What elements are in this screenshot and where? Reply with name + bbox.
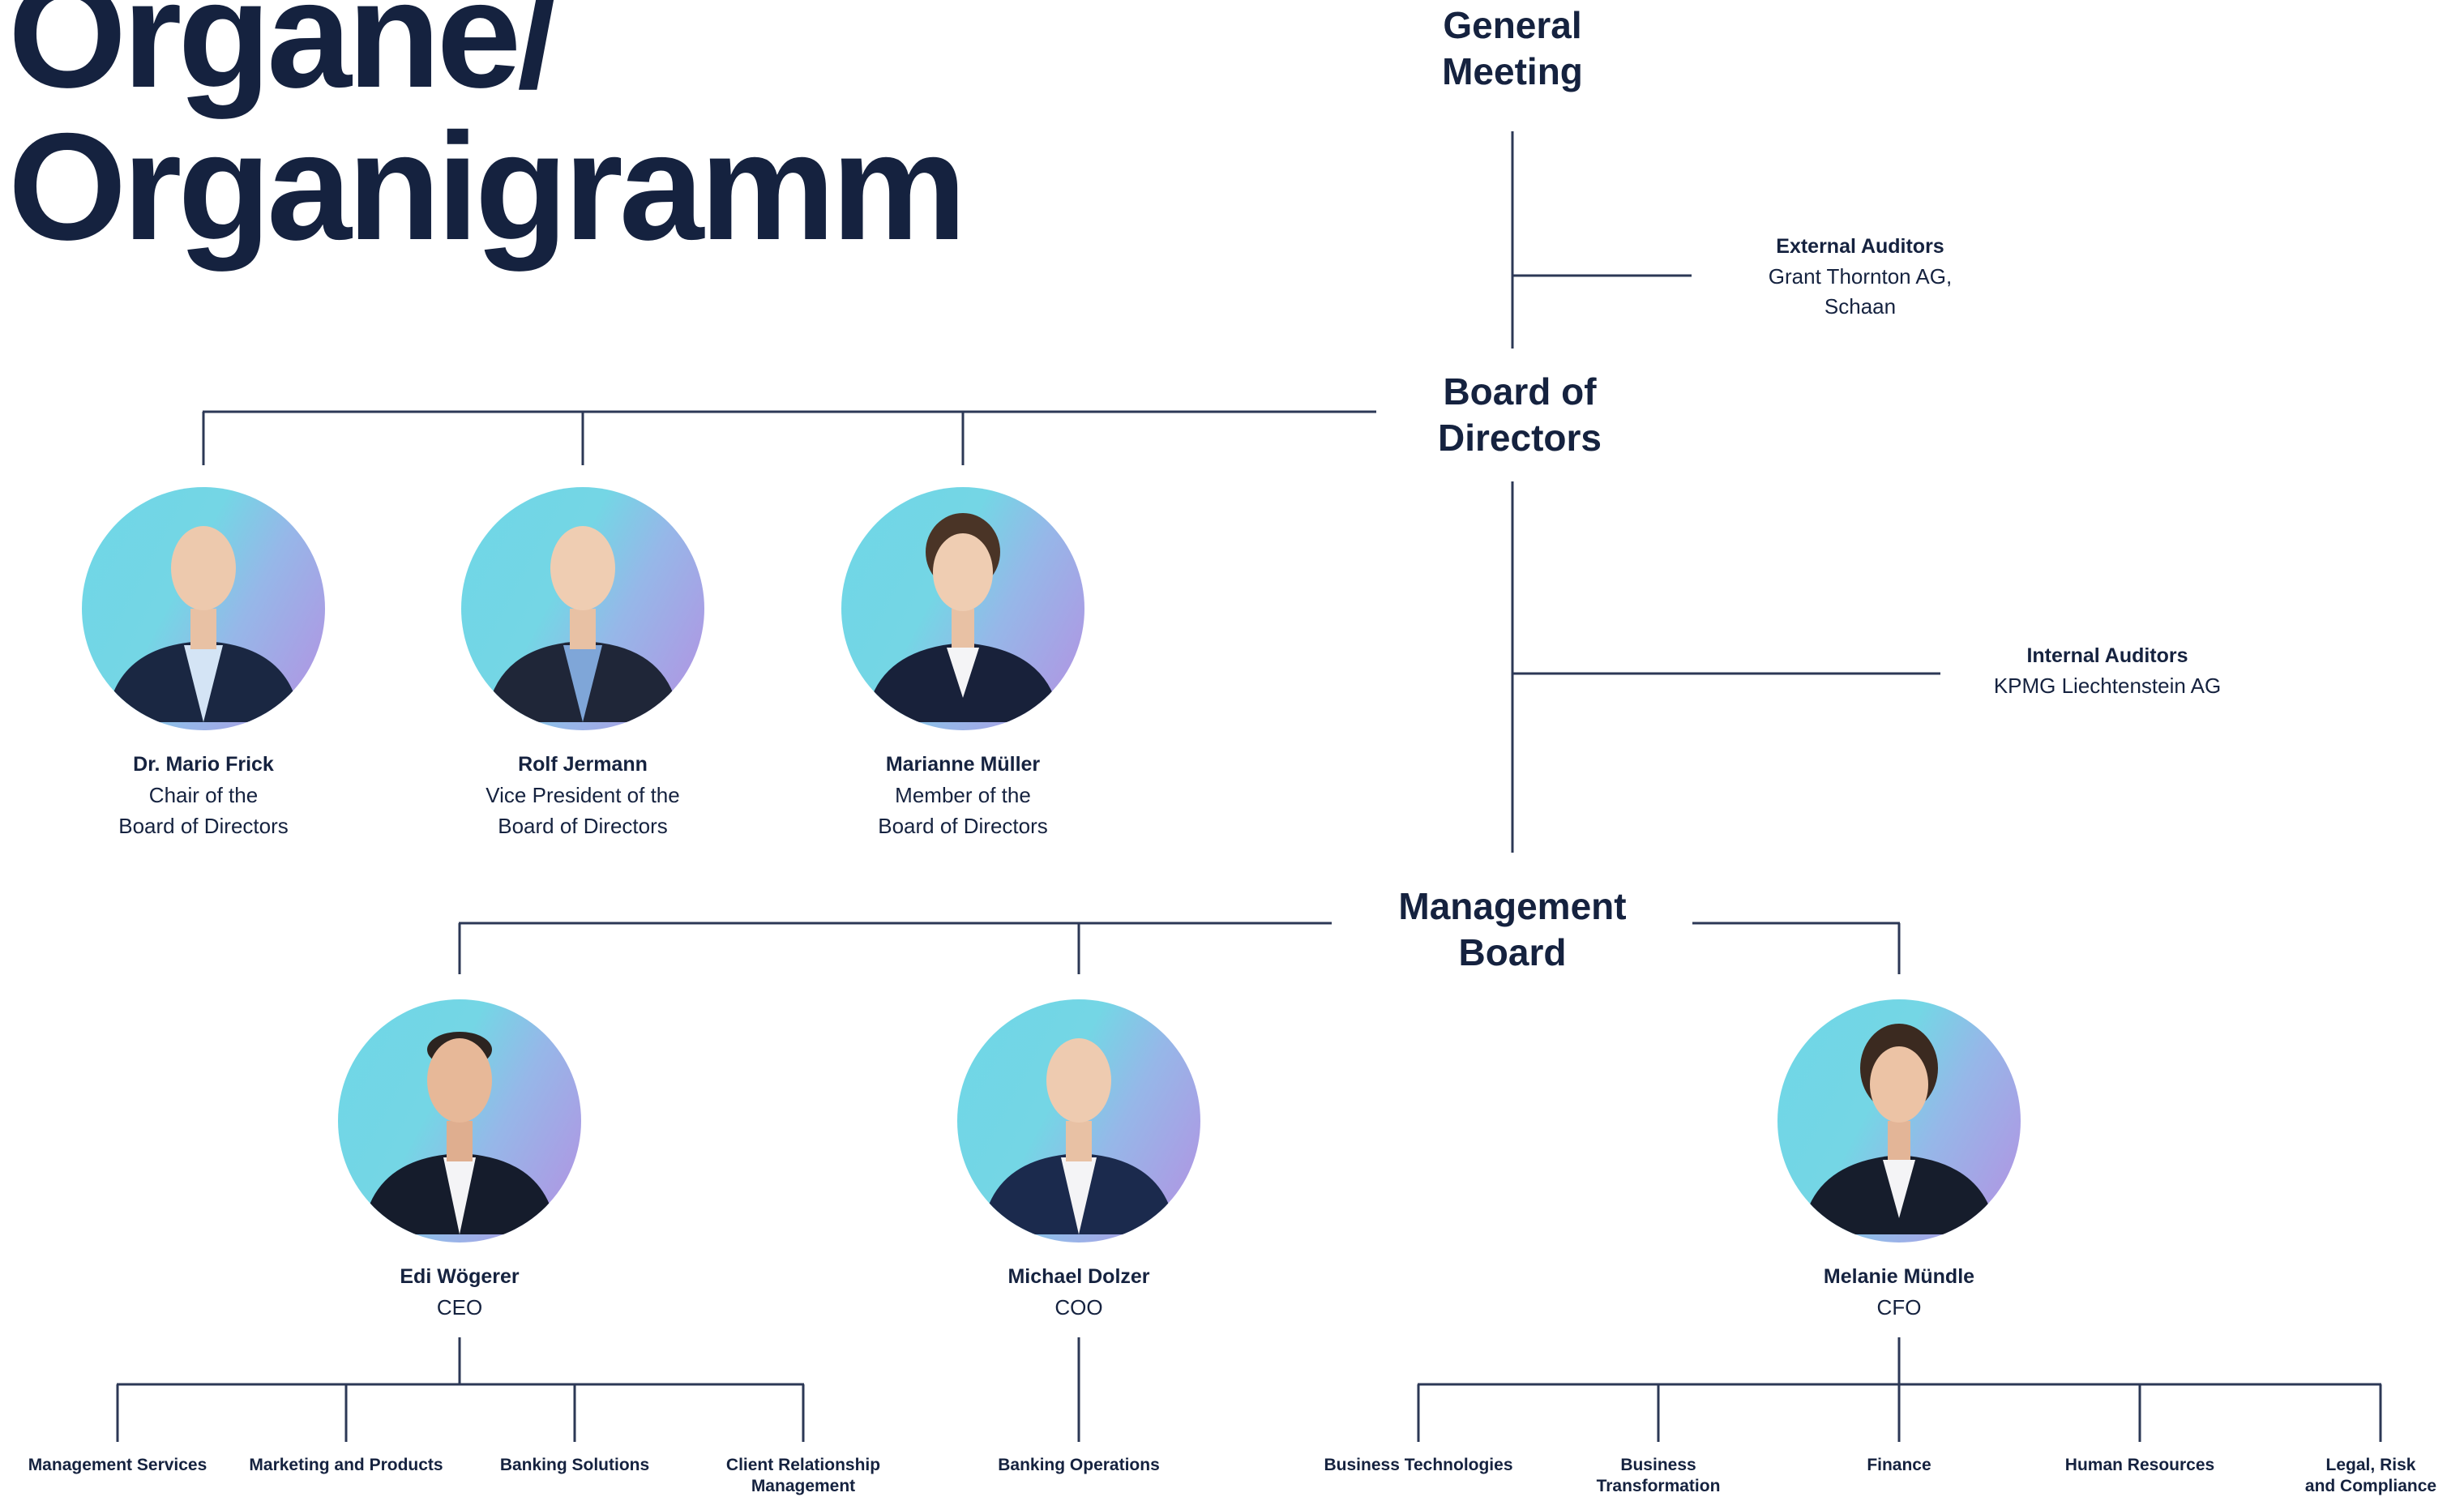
- external-auditors-heading: External Auditors: [1776, 235, 1944, 258]
- avatar-board-member-1: [82, 487, 325, 730]
- department-label-2: Transformation: [1596, 1477, 1721, 1495]
- management-3-card: Melanie Mündle CFO: [1737, 1261, 2061, 1323]
- department-business-technologies: Business Technologies: [1297, 1455, 1540, 1476]
- board-member-3-role-1: Member of the: [895, 783, 1031, 807]
- department-label: Banking Solutions: [499, 1456, 650, 1474]
- management-1-card: Edi Wögerer CEO: [297, 1261, 622, 1323]
- internal-auditors: Internal Auditors KPMG Liechtenstein AG: [1953, 641, 2261, 701]
- internal-auditors-line-1: KPMG Liechtenstein AG: [1993, 674, 2222, 698]
- avatar-management-2: [957, 999, 1200, 1243]
- department-business-transformation: Business Transformation: [1545, 1455, 1772, 1497]
- board-member-3-name: Marianne Müller: [885, 753, 1041, 776]
- avatar-board-member-3: [841, 487, 1084, 730]
- management-3-role: CFO: [1876, 1295, 1922, 1319]
- title-line-1: Organe/: [8, 0, 559, 119]
- department-label: Finance: [1867, 1456, 1931, 1474]
- department-marketing-and-products: Marketing and Products: [233, 1455, 460, 1476]
- board-member-2-role-1: Vice President of the: [486, 783, 680, 807]
- general-meeting-line-1: General: [1443, 4, 1582, 46]
- board-line-2: Directors: [1438, 417, 1602, 459]
- department-label: Banking Operations: [998, 1456, 1160, 1474]
- management-3-name: Melanie Mündle: [1823, 1265, 1975, 1288]
- department-label: Business Technologies: [1324, 1456, 1513, 1474]
- general-meeting-node: General Meeting: [1391, 2, 1634, 95]
- title-line-2: Organigramm: [8, 101, 967, 272]
- department-label: Human Resources: [2064, 1456, 2215, 1474]
- board-member-1-role-2: Board of Directors: [118, 814, 289, 838]
- board-member-3-card: Marianne Müller Member of the Board of D…: [801, 749, 1125, 841]
- external-auditors-line-1: Grant Thornton AG,: [1768, 264, 1953, 289]
- department-label: Client Relationship: [725, 1456, 881, 1474]
- department-label: Management Services: [28, 1456, 207, 1474]
- department-banking-solutions: Banking Solutions: [461, 1455, 688, 1476]
- board-member-2-card: Rolf Jermann Vice President of the Board…: [421, 749, 745, 841]
- board-of-directors-node: Board of Directors: [1391, 369, 1649, 461]
- board-member-1-card: Dr. Mario Frick Chair of the Board of Di…: [41, 749, 366, 841]
- department-banking-operations: Banking Operations: [957, 1455, 1200, 1476]
- board-member-2-name: Rolf Jermann: [518, 753, 648, 776]
- management-2-name: Michael Dolzer: [1007, 1265, 1150, 1288]
- management-line-1: Management: [1398, 885, 1627, 927]
- internal-auditors-heading: Internal Auditors: [2026, 644, 2188, 667]
- department-management-services: Management Services: [4, 1455, 231, 1476]
- department-label: Legal, Risk: [2325, 1456, 2416, 1474]
- page-title: Organe/ Organigramm: [8, 0, 967, 272]
- department-label-2: and Compliance: [2304, 1477, 2437, 1495]
- board-line-1: Board of: [1443, 370, 1597, 413]
- department-label-2: Management: [751, 1477, 856, 1495]
- board-member-3-role-2: Board of Directors: [878, 814, 1048, 838]
- management-2-card: Michael Dolzer COO: [917, 1261, 1241, 1323]
- management-board-node: Management Board: [1350, 883, 1675, 976]
- external-auditors: External Auditors Grant Thornton AG, Sch…: [1710, 232, 2010, 322]
- avatar-management-1: [338, 999, 581, 1243]
- general-meeting-line-2: Meeting: [1442, 50, 1583, 92]
- board-member-1-role-1: Chair of the: [148, 783, 259, 807]
- department-human-resources: Human Resources: [2026, 1455, 2253, 1476]
- board-member-2-role-2: Board of Directors: [498, 814, 668, 838]
- management-line-2: Board: [1458, 931, 1567, 973]
- board-member-1-name: Dr. Mario Frick: [133, 753, 274, 776]
- department-label: Business: [1620, 1456, 1696, 1474]
- department-legal-risk-and-compliance: Legal, Risk and Compliance: [2278, 1455, 2464, 1497]
- management-2-role: COO: [1054, 1295, 1103, 1319]
- department-label: Marketing and Products: [249, 1456, 443, 1474]
- avatar-board-member-2: [461, 487, 704, 730]
- management-1-name: Edi Wögerer: [400, 1265, 520, 1288]
- management-1-role: CEO: [436, 1295, 483, 1319]
- department-finance: Finance: [1786, 1455, 2013, 1476]
- external-auditors-line-2: Schaan: [1824, 294, 1897, 319]
- avatar-management-3: [1777, 999, 2021, 1243]
- department-client-relationship-management: Client Relationship Management: [690, 1455, 917, 1497]
